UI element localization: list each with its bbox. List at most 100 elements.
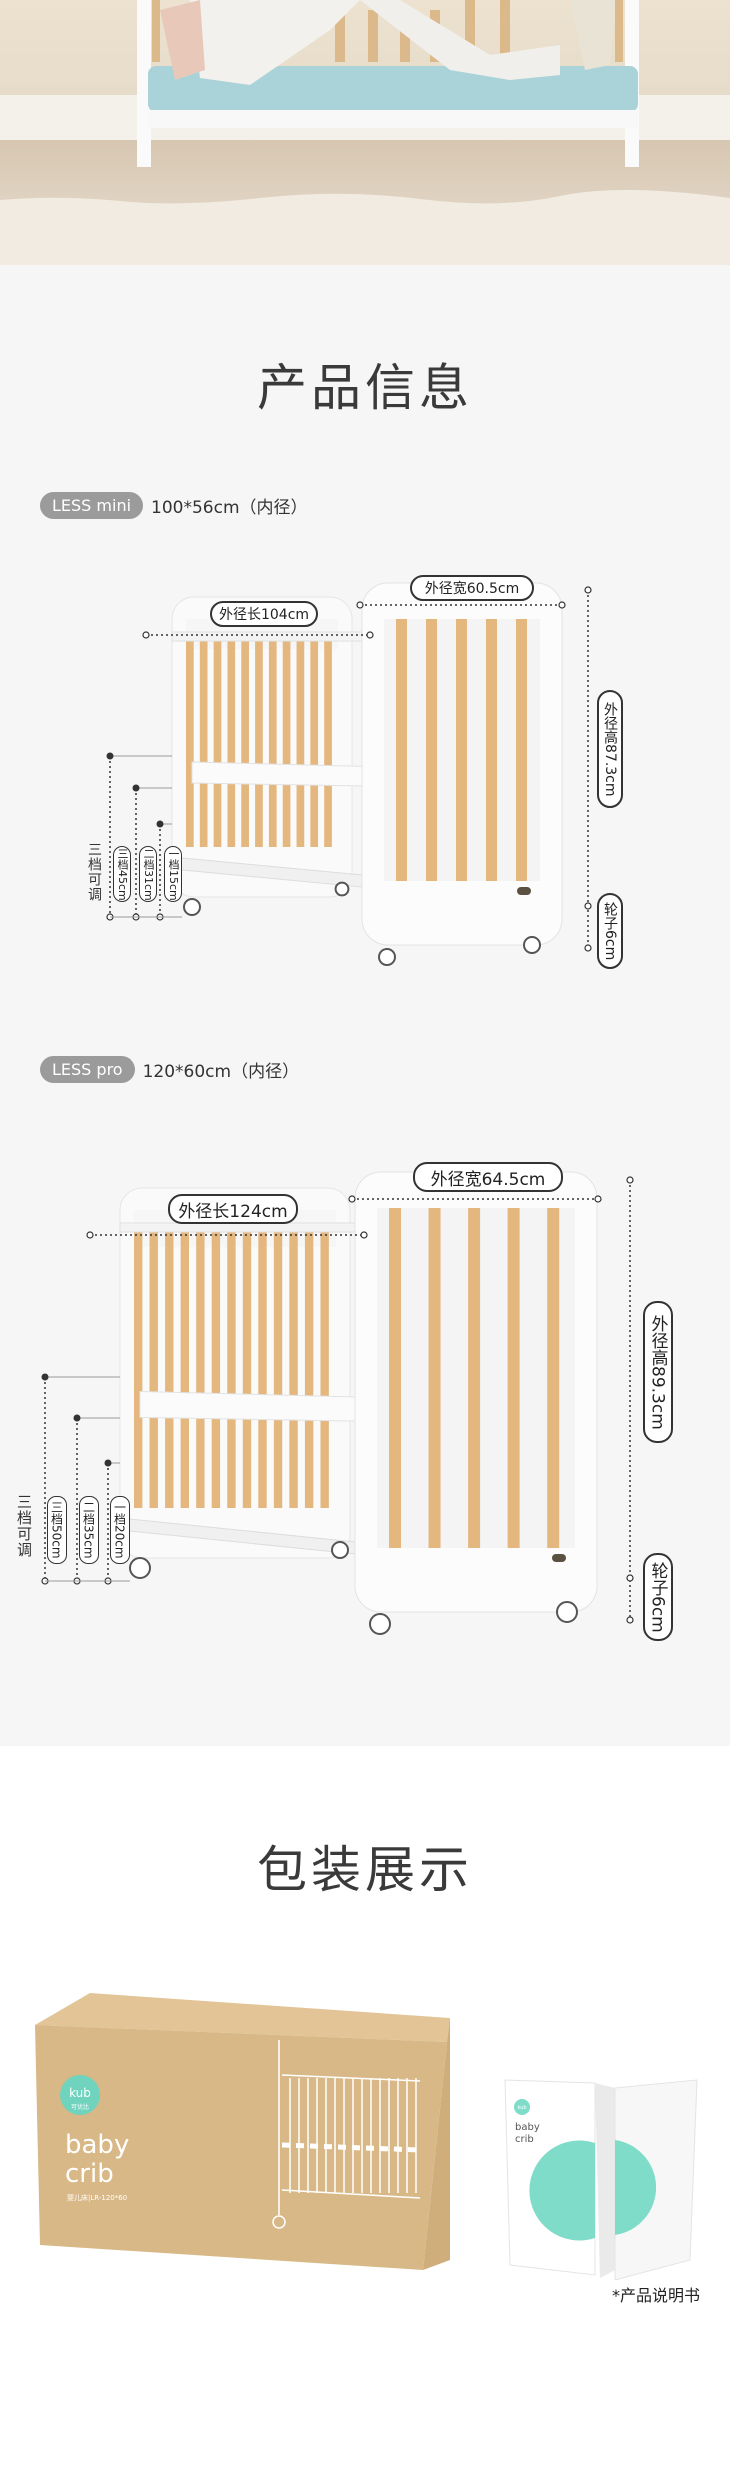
brand-logo [60,2075,100,2115]
length-label: 外径长104cm [210,601,318,627]
dimension-endpoint [626,1616,634,1624]
front-slat [426,619,437,881]
box-crib-mattress [281,2142,421,2153]
level-3-label: 三档50cm [47,1496,67,1564]
length-label: 外径长124cm [168,1194,298,1224]
front-slat [516,619,527,881]
side-slat [227,1228,236,1508]
side-slat [241,637,249,847]
packaging-image: kub 可优比 baby crib 婴儿床|LR-120*60 kub baby… [35,1993,698,2280]
brand-logo-text: kub [69,2086,91,2100]
side-slat [186,637,194,847]
dimension-endpoint [142,631,150,639]
dimension-endpoint [584,902,592,910]
box-crib-bottom-rail [281,2189,421,2199]
side-slat [255,637,263,847]
dimension-endpoint [584,944,592,952]
front-slat [486,619,497,881]
level-marker [156,820,164,828]
side-slat [165,1228,174,1508]
side-slat [296,637,305,847]
side-slat [310,637,319,847]
wheel [331,1541,349,1559]
height-label: 外径高87.3cm [597,690,623,808]
front-slat [428,1208,441,1548]
side-slat [213,637,222,847]
dimension-endpoint [86,1231,94,1239]
front-slat [507,1208,520,1548]
dimension-endpoint [584,586,592,594]
side-slat [227,637,236,847]
side-slat [289,1228,298,1508]
side-top-rail [119,1222,361,1233]
adjust-label: 三档可调 [86,842,102,902]
dimension-endpoint [626,1574,634,1582]
width-label: 外径宽64.5cm [413,1162,563,1192]
dimension-endpoint [356,601,364,609]
dimension-endpoint [366,631,374,639]
dimension-endpoint [626,1176,634,1184]
crib-post-left [137,0,151,167]
packaging-title: 包装展示 [257,1841,473,1899]
level-marker [106,752,114,760]
side-slat [320,1228,329,1508]
wheel [556,1601,578,1623]
wheel-label: 轮子6cm [597,893,623,969]
booklet-line1: baby [515,2122,540,2133]
level-1-label: 一档15cm [164,846,182,902]
level-marker [41,1373,49,1381]
box-side [423,2018,450,2270]
side-slat [324,637,332,847]
model-size: 120*60cm（内径） [142,1062,300,1082]
wheel [129,1557,151,1579]
box-crib-illustration [272,2040,421,2229]
crib-lifestyle-image [0,0,730,265]
box-top [35,1993,450,2042]
dimension-endpoint [594,1195,602,1203]
level-marker [132,784,140,792]
person-legs [190,0,360,85]
dimension-endpoint [558,601,566,609]
level-2-label: 二档35cm [79,1496,99,1564]
dimension-endpoint [348,1195,356,1203]
wheel-label: 轮子6cm [643,1553,673,1641]
brand-logo-cn: 可优比 [71,2103,89,2111]
wheel [334,881,350,897]
level-1-label: 一档20cm [110,1496,130,1564]
rug [0,189,730,265]
crib-rail [148,110,638,128]
front-slat [389,1208,401,1548]
model-size: 100*56cm（内径） [151,498,308,518]
side-slat [268,637,277,847]
side-slat [196,1228,205,1508]
booklet-logo [514,2099,530,2115]
booklet-line2: crib [515,2134,534,2145]
side-slat [211,1228,221,1508]
dimension-endpoint [360,1231,368,1239]
front-slat [456,619,467,881]
side-slat [282,637,291,847]
front-slat [547,1208,560,1548]
side-slat [273,1228,283,1508]
side-slat [149,1228,158,1508]
height-label: 外径高89.3cm [643,1301,673,1443]
side-slat [304,1228,314,1508]
model-badge: LESS pro [40,1056,135,1083]
level-marker [73,1414,81,1422]
side-slat [258,1228,267,1508]
level-2-label: 二档31cm [139,846,157,902]
box-title-line2: crib [65,2159,114,2189]
side-slat [199,637,208,847]
booklet-logo-text: kub [517,2105,526,2111]
model-row-pro: LESS pro 120*60cm（内径） [40,1056,299,1083]
wheel [183,898,201,916]
side-slat [134,1228,143,1508]
box-model: 婴儿床|LR-120*60 [67,2193,127,2202]
front-slat [396,619,407,881]
adjust-label: 三档可调 [15,1494,33,1558]
wheel [523,936,541,954]
wheel [369,1613,391,1635]
box-title-line1: baby [65,2130,129,2160]
